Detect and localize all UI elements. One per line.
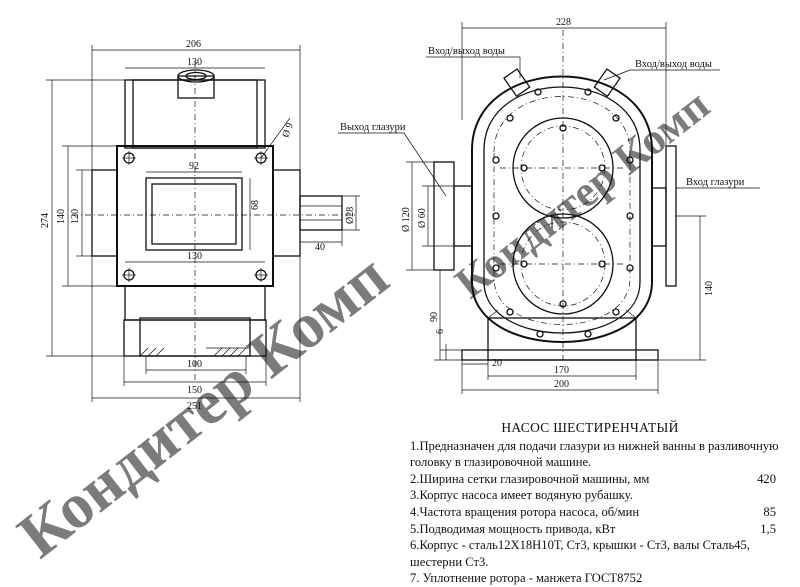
spec-item-4-text: 4.Частота вращения ротора насоса, об/мин	[410, 504, 640, 519]
spec-item-5: 5.Подводимая мощность привода, кВт 1,5	[410, 521, 790, 538]
dim-150: 150	[187, 385, 202, 396]
spec-item-6-text: 6.Корпус - сталь12Х18Н10Т, Ст3, крышки -…	[410, 538, 750, 569]
spec-item-7-text: 7. Уплотнение ротора - манжета ГОСТ8752	[410, 571, 643, 586]
spec-item-4: 4.Частота вращения ротора насоса, об/мин…	[410, 504, 790, 521]
dim-274: 274	[40, 213, 51, 228]
spec-item-6: 6.Корпус - сталь12Х18Н10Т, Ст3, крышки -…	[410, 537, 790, 570]
spec-title: НАСОС ШЕСТИРЕНЧАТЫЙ	[501, 420, 679, 435]
dim-140: 140	[56, 209, 67, 224]
spec-item-3: 3.Корпус насоса имеет водяную рубашку.	[410, 487, 790, 504]
spec-item-3-text: 3.Корпус насоса имеет водяную рубашку.	[410, 488, 633, 503]
spec-item-7: 7. Уплотнение ротора - манжета ГОСТ8752	[410, 570, 790, 587]
dim-130-top: 130	[187, 57, 202, 68]
front-view-dimensions	[338, 22, 760, 394]
side-view: 206 130 92 68 130 274 140 120 Ø28 40 100…	[40, 39, 360, 412]
watermark-text-1: Кондитер Комп	[5, 240, 401, 571]
dim-140-right: 140	[704, 281, 715, 296]
base-hatch	[139, 347, 247, 357]
cover-bolts	[492, 88, 634, 338]
spec-item-2-text: 2.Ширина сетки глазировочной машины, мм	[410, 471, 650, 486]
dim-206: 206	[186, 39, 201, 50]
callout-water-io-left: Вход/выход воды	[428, 46, 505, 57]
dim-d120: Ø 120	[401, 207, 412, 232]
spec-item-1-text: 1.Предназначен для подачи глазури из ниж…	[410, 438, 779, 470]
dim-40: 40	[315, 242, 325, 253]
side-view-dimensions	[46, 45, 360, 402]
dim-170: 170	[554, 365, 569, 376]
dim-92: 92	[189, 161, 199, 172]
dim-d60: Ø 60	[417, 208, 428, 228]
dim-120: 120	[70, 209, 81, 224]
spec-block: НАСОС ШЕСТИРЕНЧАТЫЙ 1.Предназначен для п…	[410, 420, 790, 587]
dim-6: 6	[435, 329, 446, 334]
spec-item-2: 2.Ширина сетки глазировочной машины, мм 4…	[410, 471, 790, 488]
dim-hole: Ø 9	[280, 121, 295, 139]
callout-glaze-out: Выход глазури	[340, 122, 406, 133]
dim-251: 251	[187, 401, 202, 412]
dim-68: 68	[250, 200, 261, 210]
spec-item-4-value: 85	[763, 504, 776, 519]
dim-90: 90	[429, 312, 440, 322]
callout-water-io-right: Вход/выход воды	[635, 59, 712, 70]
watermark-text-2: Кондитер Комп	[446, 80, 718, 308]
spec-item-5-value: 1,5	[760, 521, 776, 536]
spec-item-2-value: 420	[757, 471, 776, 486]
dim-100: 100	[187, 359, 202, 370]
spec-item-5-text: 5.Подводимая мощность привода, кВт	[410, 521, 616, 536]
callout-glaze-in: Вход глазури	[686, 177, 745, 188]
dim-200: 200	[554, 379, 569, 390]
dim-228: 228	[556, 17, 571, 28]
front-view: 228 Ø 120 Ø 60 90 6 20 170 200 140 Вход/…	[338, 17, 760, 394]
dim-20: 20	[492, 358, 502, 369]
dim-130-mid: 130	[187, 251, 202, 262]
dim-d28: Ø28	[345, 207, 356, 224]
spec-item-1: 1.Предназначен для подачи глазури из ниж…	[410, 438, 790, 471]
